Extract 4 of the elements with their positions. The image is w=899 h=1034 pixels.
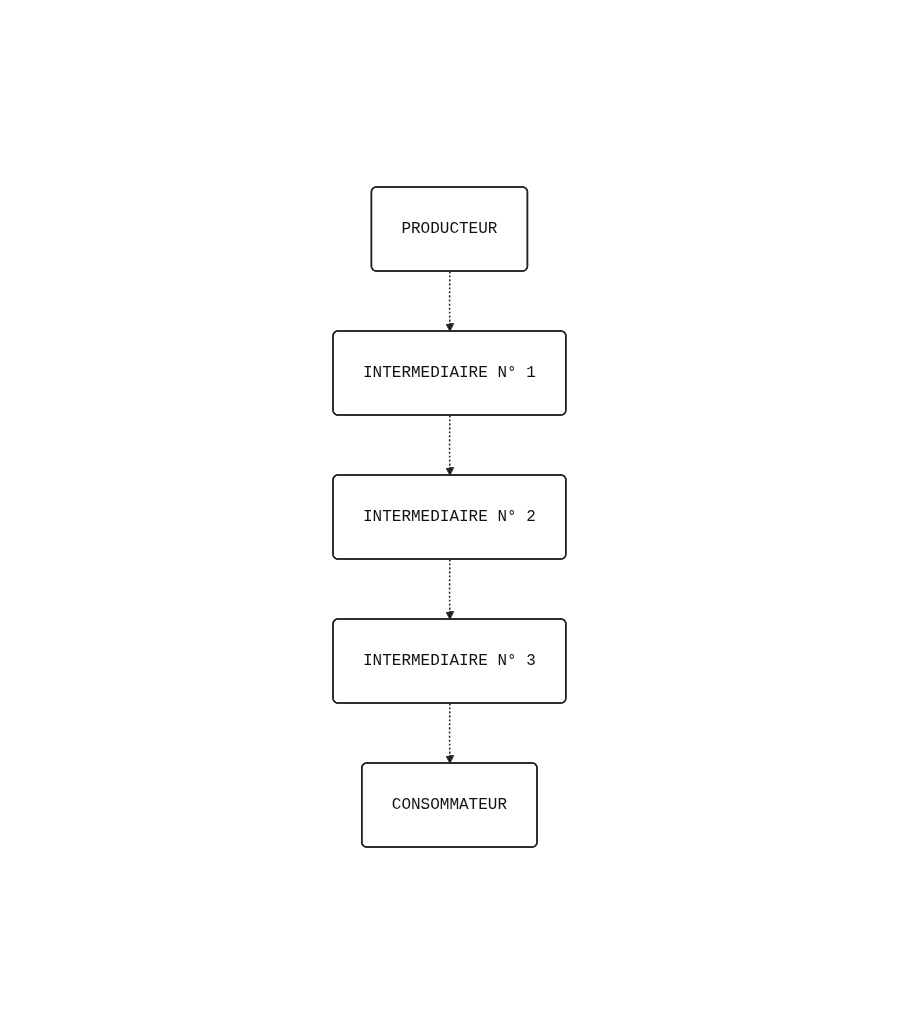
- arrow: [445, 702, 455, 764]
- arrow: [445, 270, 455, 332]
- arrow: [445, 558, 455, 620]
- arrow: [445, 414, 455, 476]
